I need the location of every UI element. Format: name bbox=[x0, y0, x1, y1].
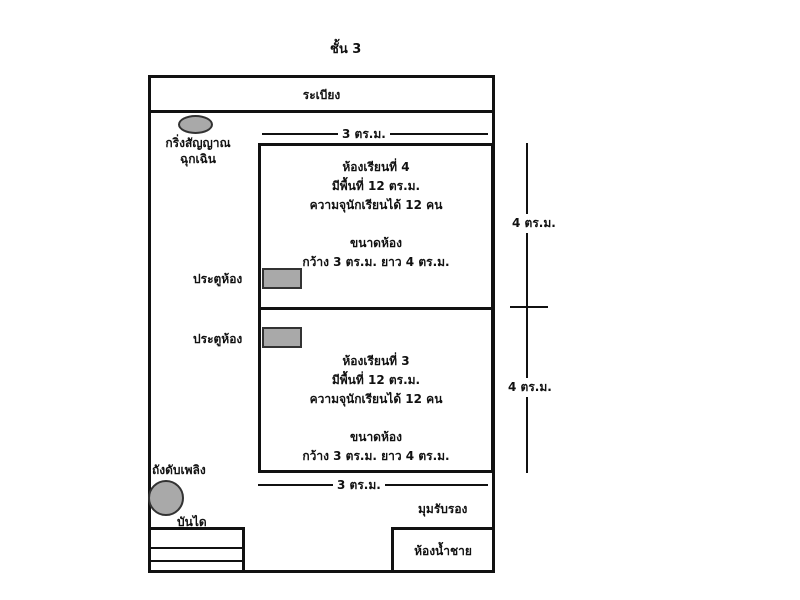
balcony-divider bbox=[148, 110, 495, 113]
room-size: กว้าง 3 ตร.ม. ยาว 4 ตร.ม. bbox=[302, 449, 450, 463]
stairs-label: บันได bbox=[177, 515, 207, 529]
stair-step bbox=[148, 547, 245, 549]
stairs bbox=[148, 527, 245, 573]
classroom-4-info: ห้องเรียนที่ 4 มีพื้นที่ 12 ตร.ม. ความจุ… bbox=[258, 158, 494, 272]
classroom-3 bbox=[258, 307, 494, 473]
restroom-label: ห้องน้ำชาย bbox=[414, 544, 472, 558]
lounge-label: มุมรับรอง bbox=[418, 502, 468, 516]
room-size: กว้าง 3 ตร.ม. ยาว 4 ตร.ม. bbox=[302, 255, 450, 269]
room-size-label: ขนาดห้อง bbox=[350, 430, 402, 444]
door-icon bbox=[262, 268, 302, 289]
alarm-icon bbox=[178, 115, 213, 134]
room-area: มีพื้นที่ 12 ตร.ม. bbox=[331, 373, 421, 387]
room-capacity: ความจุนักเรียนได้ 12 คน bbox=[309, 198, 443, 212]
room-name: ห้องเรียนที่ 4 bbox=[342, 160, 410, 174]
floor-title: ชั้น 3 bbox=[330, 42, 362, 57]
extinguisher-label: ถังดับเพลิง bbox=[152, 463, 206, 477]
top-dimension-label: 3 ตร.ม. bbox=[338, 125, 390, 144]
alarm-label-line1: กริ่งสัญญาณ bbox=[165, 136, 231, 150]
room-capacity: ความจุนักเรียนได้ 12 คน bbox=[309, 392, 443, 406]
right-dimension-label-top: 4 ตร.ม. bbox=[512, 214, 556, 233]
door-icon bbox=[262, 327, 302, 348]
fire-extinguisher-icon bbox=[148, 480, 184, 516]
right-dimension-tick bbox=[510, 306, 548, 308]
right-dimension-line bbox=[526, 143, 528, 473]
stair-step bbox=[148, 560, 245, 562]
room-size-label: ขนาดห้อง bbox=[350, 236, 402, 250]
room-area: มีพื้นที่ 12 ตร.ม. bbox=[331, 179, 421, 193]
door-label: ประตูห้อง bbox=[193, 272, 243, 286]
classroom-3-info: ห้องเรียนที่ 3 มีพื้นที่ 12 ตร.ม. ความจุ… bbox=[258, 352, 494, 466]
alarm-label-line2: ฉุกเฉิน bbox=[180, 152, 216, 166]
bottom-dimension-label: 3 ตร.ม. bbox=[333, 476, 385, 495]
door-label: ประตูห้อง bbox=[193, 332, 243, 346]
right-dimension-label-bottom: 4 ตร.ม. bbox=[508, 378, 552, 397]
balcony-label: ระเบียง bbox=[302, 88, 341, 102]
room-name: ห้องเรียนที่ 3 bbox=[342, 354, 410, 368]
restroom bbox=[391, 527, 495, 573]
alarm-label: กริ่งสัญญาณฉุกเฉิน bbox=[148, 135, 248, 167]
